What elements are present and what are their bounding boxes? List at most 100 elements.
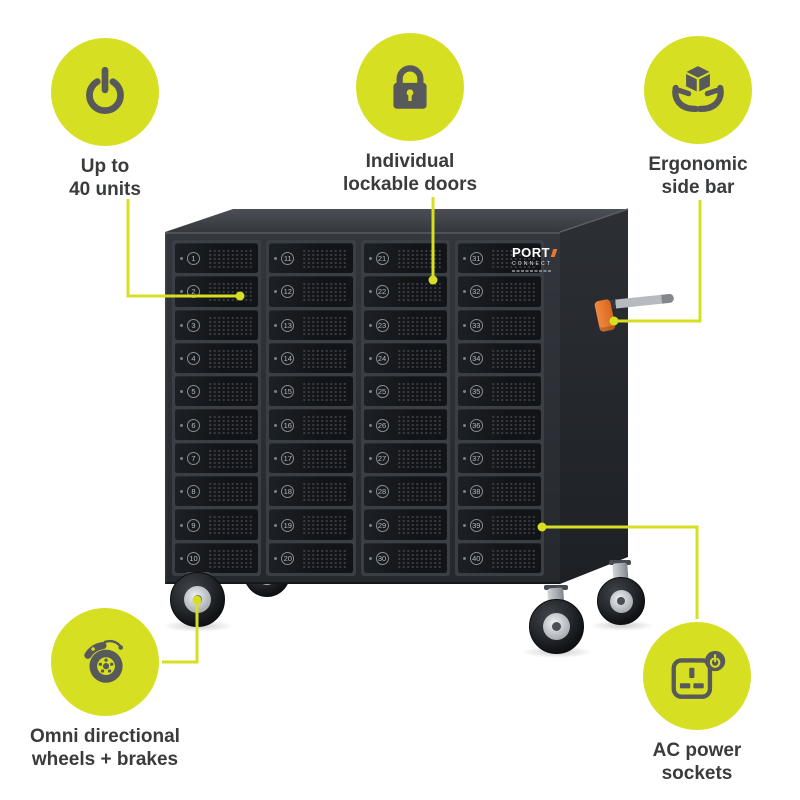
vent-perforations bbox=[396, 315, 442, 335]
vent-perforations bbox=[208, 249, 254, 269]
door-23: 23 bbox=[363, 309, 447, 340]
vent-perforations bbox=[302, 348, 348, 369]
vent-perforations bbox=[490, 482, 536, 502]
vent-perforations bbox=[208, 348, 254, 369]
lock-indicator bbox=[462, 490, 466, 494]
vent-perforations bbox=[490, 415, 536, 435]
door-28: 28 bbox=[363, 476, 447, 507]
door-33: 33 bbox=[457, 309, 541, 340]
lock-indicator bbox=[368, 290, 372, 294]
brake-disc-icon bbox=[51, 608, 159, 716]
lock-indicator bbox=[180, 257, 183, 261]
door-7: 7 bbox=[175, 442, 259, 474]
vent-perforations bbox=[208, 482, 254, 502]
door-20: 20 bbox=[269, 542, 353, 573]
vent-perforations bbox=[490, 382, 536, 402]
door-number: 24 bbox=[375, 352, 389, 366]
lock-indicator bbox=[368, 556, 372, 560]
door-2: 2 bbox=[175, 276, 259, 307]
lock-indicator bbox=[180, 423, 183, 427]
feature-sockets-label: AC power sockets bbox=[652, 740, 742, 785]
door-38: 38 bbox=[457, 476, 541, 507]
door-15: 15 bbox=[269, 376, 353, 407]
feature-units-label: Up to 40 units bbox=[69, 156, 141, 201]
door-31: 31 bbox=[457, 243, 541, 274]
door-39: 39 bbox=[457, 509, 541, 540]
feature-lockable-label: Individual lockable doors bbox=[342, 151, 478, 196]
lock-indicator bbox=[368, 357, 372, 361]
door-14: 14 bbox=[269, 342, 353, 374]
lock-indicator bbox=[180, 556, 183, 560]
door-5: 5 bbox=[175, 376, 259, 407]
feature-sockets: AC power sockets bbox=[612, 622, 782, 785]
lock-indicator bbox=[462, 357, 466, 361]
door-number: 38 bbox=[469, 485, 483, 499]
feature-wheels: Omni directional wheels + brakes bbox=[10, 608, 200, 771]
lock-indicator bbox=[274, 357, 278, 361]
door-number: 10 bbox=[187, 551, 200, 565]
vent-perforations bbox=[302, 315, 348, 335]
door-4: 4 bbox=[175, 342, 259, 374]
door-number: 39 bbox=[469, 518, 483, 532]
door-34: 34 bbox=[457, 342, 541, 374]
vent-perforations bbox=[302, 282, 348, 302]
lock-indicator bbox=[368, 257, 372, 261]
door-8: 8 bbox=[175, 476, 259, 507]
door-number: 18 bbox=[281, 485, 295, 499]
vent-perforations bbox=[302, 448, 348, 469]
vent-perforations bbox=[302, 548, 348, 568]
lock-indicator bbox=[462, 423, 466, 427]
door-number: 19 bbox=[281, 518, 295, 532]
door-9: 9 bbox=[175, 509, 259, 540]
vent-perforations bbox=[490, 282, 536, 302]
vent-perforations bbox=[208, 415, 254, 435]
vent-perforations bbox=[396, 548, 442, 568]
vent-perforations bbox=[490, 348, 536, 369]
door-25: 25 bbox=[363, 376, 447, 407]
door-24: 24 bbox=[363, 342, 447, 374]
padlock-icon bbox=[356, 33, 464, 141]
lock-indicator bbox=[368, 490, 372, 494]
lock-indicator bbox=[180, 390, 183, 394]
lock-indicator bbox=[274, 523, 278, 527]
lock-indicator bbox=[368, 323, 372, 327]
lock-indicator bbox=[180, 323, 183, 327]
door-12: 12 bbox=[269, 276, 353, 307]
door-number: 30 bbox=[375, 551, 389, 565]
vent-perforations bbox=[490, 315, 536, 335]
door-37: 37 bbox=[457, 442, 541, 474]
lock-indicator bbox=[274, 323, 278, 327]
door-number: 35 bbox=[469, 385, 483, 399]
door-36: 36 bbox=[457, 409, 541, 440]
door-27: 27 bbox=[363, 442, 447, 474]
feature-wheels-label: Omni directional wheels + brakes bbox=[30, 726, 180, 771]
door-22: 22 bbox=[363, 276, 447, 307]
door-16: 16 bbox=[269, 409, 353, 440]
door-number: 22 bbox=[375, 285, 389, 299]
door-number: 13 bbox=[281, 318, 295, 332]
door-number: 1 bbox=[187, 252, 200, 266]
lock-indicator bbox=[462, 390, 466, 394]
lock-indicator bbox=[274, 423, 278, 427]
door-6: 6 bbox=[175, 409, 259, 440]
door-number: 29 bbox=[375, 518, 389, 532]
lock-indicator bbox=[274, 290, 278, 294]
door-number: 32 bbox=[469, 285, 483, 299]
door-number: 33 bbox=[469, 318, 483, 332]
door-number: 40 bbox=[469, 551, 483, 565]
door-number: 12 bbox=[281, 285, 295, 299]
lock-indicator bbox=[180, 490, 183, 494]
door-40: 40 bbox=[457, 542, 541, 573]
lock-indicator bbox=[368, 423, 372, 427]
vent-perforations bbox=[302, 482, 348, 502]
door-10: 10 bbox=[175, 542, 259, 573]
lock-indicator bbox=[462, 290, 466, 294]
power-socket-icon bbox=[643, 622, 751, 730]
lock-indicator bbox=[274, 390, 278, 394]
vent-perforations bbox=[208, 282, 254, 302]
vent-perforations bbox=[396, 382, 442, 402]
